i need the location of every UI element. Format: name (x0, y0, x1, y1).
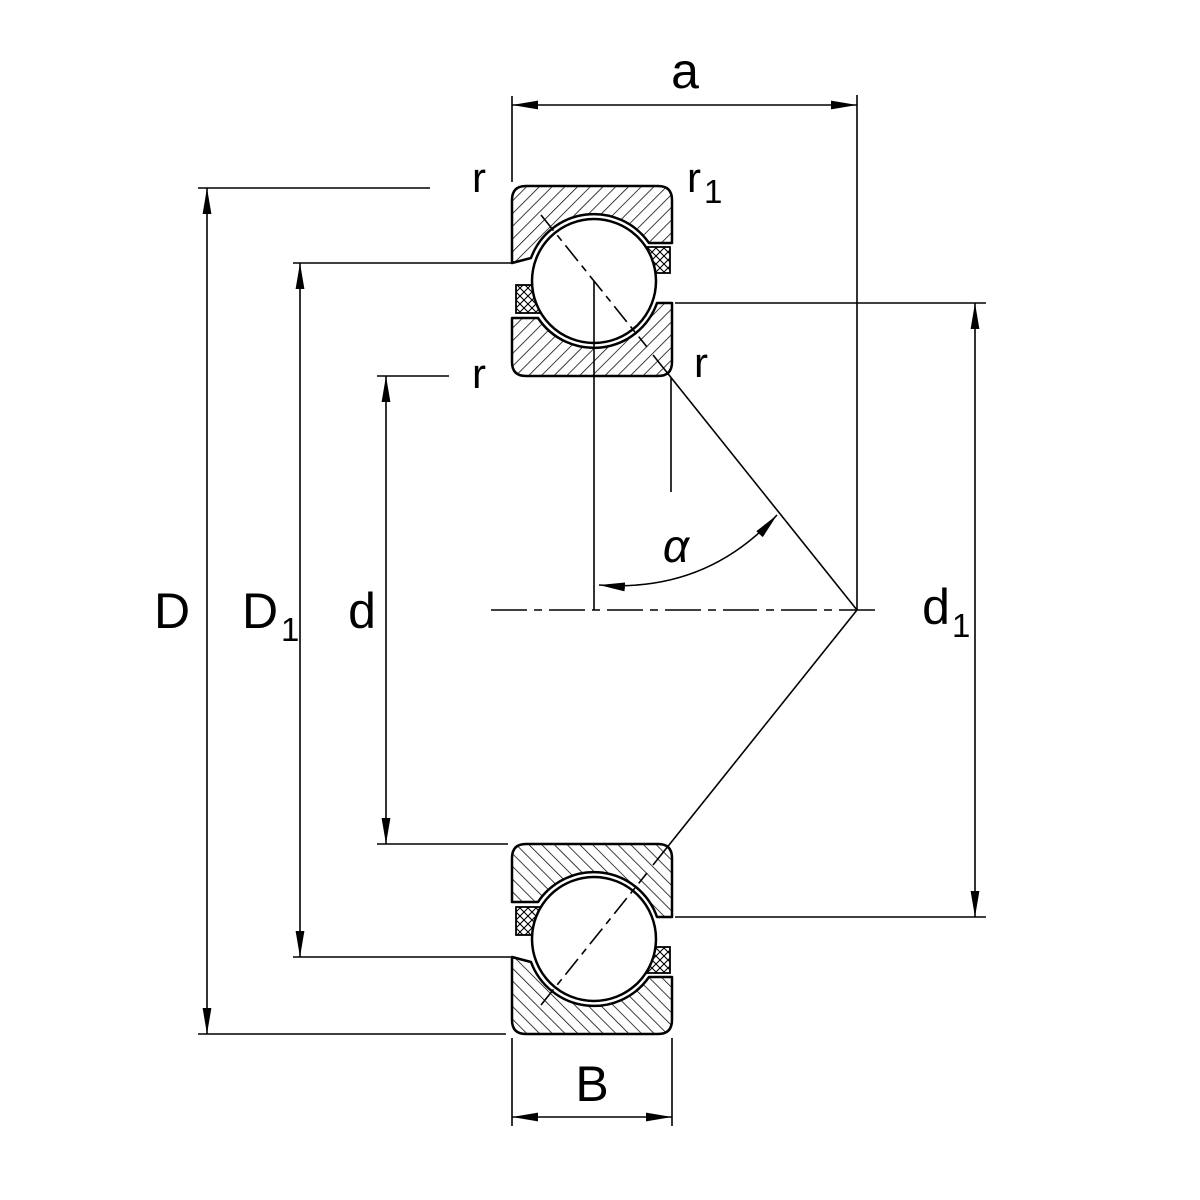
dim-label-a: a (671, 43, 699, 99)
dim-label-B: B (575, 1056, 608, 1112)
fillet-label-r1-base: r (687, 154, 701, 201)
fillet-label-r1-sub: 1 (704, 173, 722, 210)
dim-label-d1-base: d (922, 579, 950, 635)
dim-label-D: D (154, 583, 190, 639)
bearing-section-bottom (510, 842, 674, 1036)
dim-label-D1-sub: 1 (281, 611, 299, 648)
dim-label-D1-base: D (242, 583, 278, 639)
fillet-label-r-mid-left: r (472, 350, 486, 397)
fillet-label-r-top-left: r (472, 154, 486, 201)
fillet-label-r-mid-right: r (694, 339, 708, 386)
bearing-section-top (510, 184, 674, 378)
dim-label-d1-sub: 1 (952, 607, 970, 644)
contact-angle-label: α (663, 520, 691, 572)
dim-label-d: d (348, 583, 376, 639)
contact-line-top (652, 354, 858, 611)
contact-line-bottom (652, 609, 858, 866)
contact-angle-arc (598, 514, 778, 592)
